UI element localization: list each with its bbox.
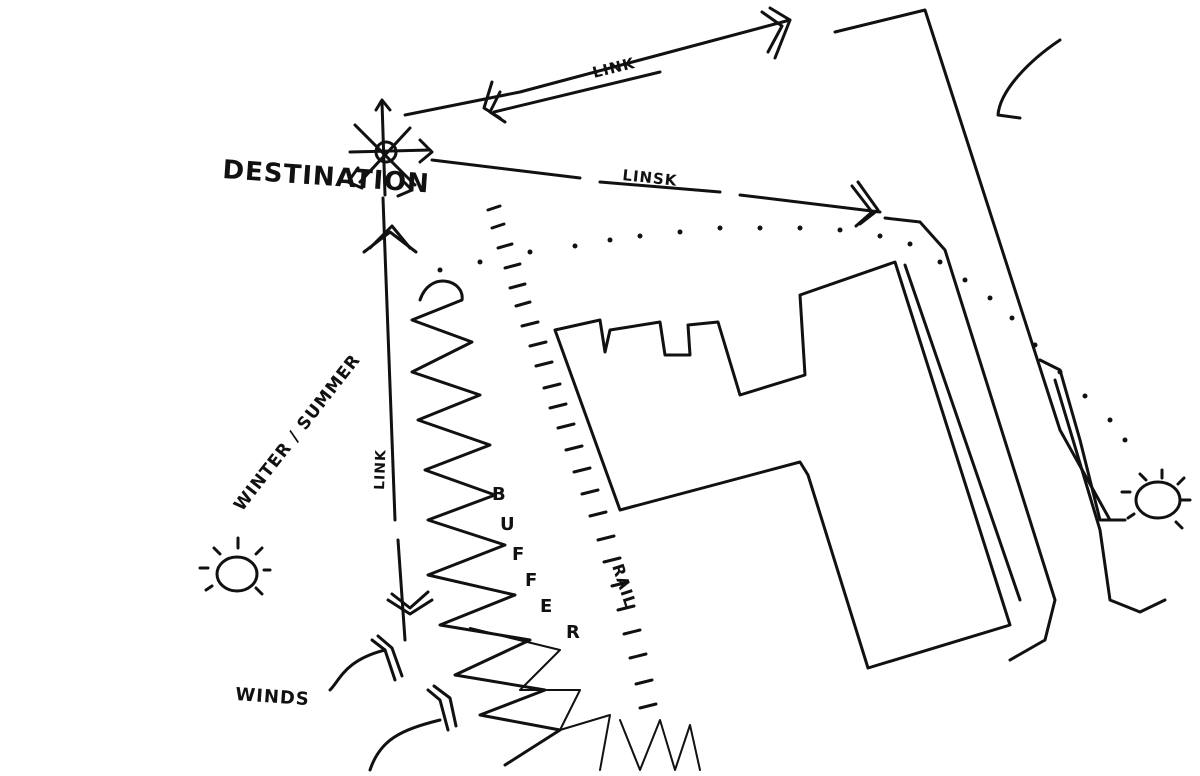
winter-summer-label: WINTER / SUMMER	[230, 350, 365, 515]
building-footprint	[553, 260, 1012, 670]
buffer-label: B U F F E R	[492, 484, 581, 643]
dotted-path	[437, 225, 1128, 443]
link-middle-label: LINSK	[622, 166, 679, 190]
destination-star-icon	[346, 98, 434, 198]
link-vertical-label: LINK	[372, 449, 389, 490]
buffer-letter: F	[525, 570, 538, 591]
link-top-arrow	[403, 6, 792, 124]
link-middle-arrow	[430, 158, 882, 228]
buffer-letter: R	[566, 622, 581, 643]
wind-arrow-icon	[328, 634, 458, 772]
sun-icon	[1120, 468, 1192, 530]
winds-label: WINDS	[235, 684, 311, 710]
buffer-letter: U	[500, 514, 516, 535]
buffer-letter: F	[512, 544, 525, 565]
rail-line	[486, 204, 658, 710]
link-vertical-arrow	[362, 196, 434, 642]
buffer-zigzag	[410, 279, 701, 771]
destination-label: DESTINATION	[222, 155, 431, 199]
sun-icon	[198, 536, 272, 596]
buffer-letter: E	[540, 596, 553, 617]
buffer-letter: B	[492, 484, 507, 505]
road-edges	[833, 8, 1167, 662]
